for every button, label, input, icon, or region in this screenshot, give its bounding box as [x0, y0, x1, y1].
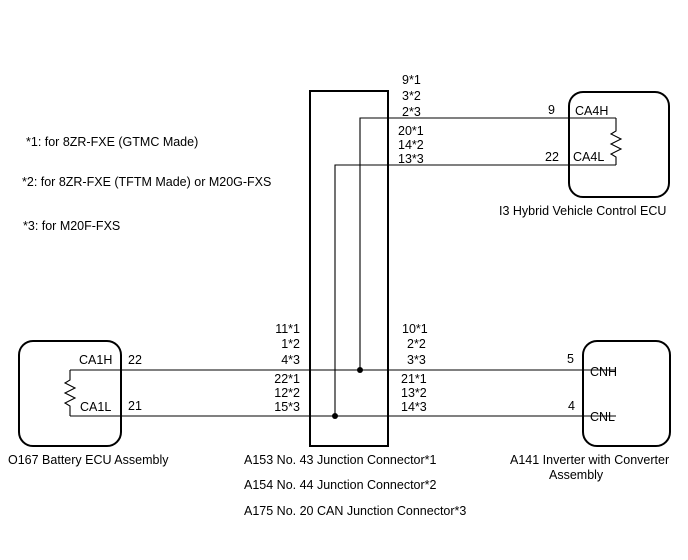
splice-dot-high	[357, 367, 363, 373]
battery-ecu-pin-high-num: 22	[128, 353, 142, 367]
resistor-icon-battery-ecu	[63, 370, 77, 416]
battery-ecu-pin-low-num: 21	[128, 399, 142, 413]
junction-top-pin-6: 13*3	[398, 152, 424, 166]
battery-ecu-box	[18, 340, 122, 447]
junction-top-pin-5: 14*2	[398, 138, 424, 152]
junction-top-pin-3: 2*3	[402, 105, 421, 119]
note-1: *1: for 8ZR-FXE (GTMC Made)	[26, 135, 198, 149]
inverter-pin-low-num: 4	[568, 399, 575, 413]
inverter-pin-high-num: 5	[567, 352, 574, 366]
hybrid-ecu-pin-high-label: CA4H	[575, 104, 608, 118]
junction-left-low-pin-1: 22*1	[274, 372, 300, 386]
inverter-pin-low-label: CNL	[590, 410, 615, 424]
hybrid-ecu-pin-high-num: 9	[548, 103, 555, 117]
junction-left-low-pin-2: 12*2	[274, 386, 300, 400]
junction-connector-box	[309, 90, 389, 447]
junction-left-low-pin-3: 15*3	[274, 400, 300, 414]
junction-top-pin-2: 3*2	[402, 89, 421, 103]
junction-right-low-pin-2: 13*2	[401, 386, 427, 400]
junction-left-high-pin-3: 4*3	[281, 353, 300, 367]
junction-right-high-pin-1: 10*1	[402, 322, 428, 336]
inverter-pin-high-label: CNH	[590, 365, 617, 379]
inverter-name-line1: A141 Inverter with Converter	[510, 453, 669, 467]
battery-ecu-name: O167 Battery ECU Assembly	[8, 453, 169, 467]
junction-left-high-pin-2: 1*2	[281, 337, 300, 351]
resistor-icon-hybrid-ecu	[609, 118, 623, 165]
inverter-name-line2: Assembly	[549, 468, 604, 482]
inverter-box	[582, 340, 671, 447]
junction-top-pin-4: 20*1	[398, 124, 424, 138]
battery-ecu-pin-low-label: CA1L	[80, 400, 111, 414]
junction-caption-a153: A153 No. 43 Junction Connector*1	[244, 453, 437, 467]
junction-right-high-pin-2: 2*2	[407, 337, 426, 351]
battery-ecu-pin-high-label: CA1H	[79, 353, 112, 367]
junction-top-pin-1: 9*1	[402, 73, 421, 87]
splice-dot-low	[332, 413, 338, 419]
wire-can-high-upper	[359, 117, 616, 370]
hybrid-ecu-pin-low-label: CA4L	[573, 150, 604, 164]
hybrid-ecu-pin-low-num: 22	[545, 150, 559, 164]
note-3: *3: for M20F-FXS	[23, 219, 120, 233]
junction-right-high-pin-3: 3*3	[407, 353, 426, 367]
junction-caption-a175: A175 No. 20 CAN Junction Connector*3	[244, 504, 466, 518]
wire-can-low-upper	[334, 164, 616, 416]
junction-caption-a154: A154 No. 44 Junction Connector*2	[244, 478, 437, 492]
junction-left-high-pin-1: 11*1	[275, 322, 300, 336]
junction-right-low-pin-1: 21*1	[401, 372, 427, 386]
hybrid-ecu-name: I3 Hybrid Vehicle Control ECU	[499, 204, 666, 218]
junction-right-low-pin-3: 14*3	[401, 400, 427, 414]
note-2: *2: for 8ZR-FXE (TFTM Made) or M20G-FXS	[22, 175, 271, 189]
